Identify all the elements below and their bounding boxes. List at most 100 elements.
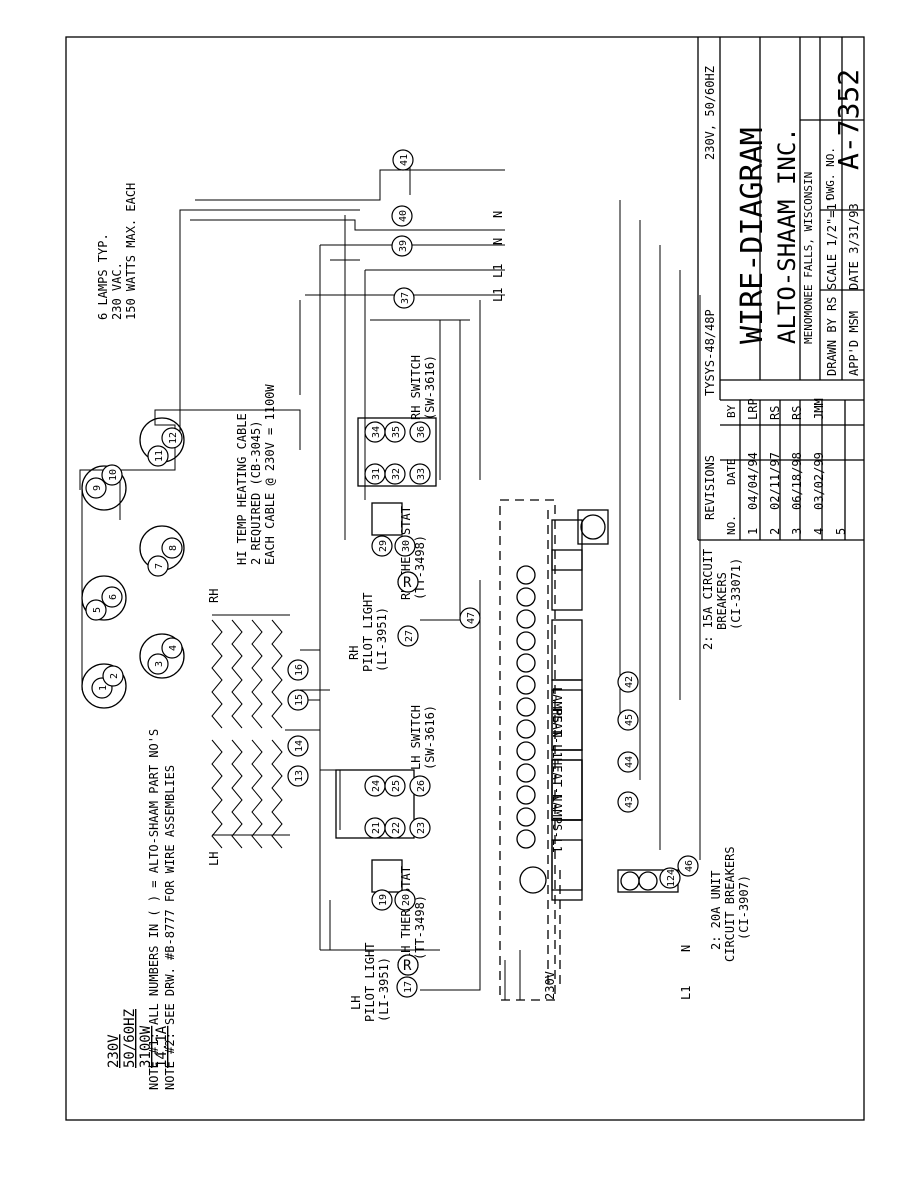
- svg-text:2: 15A CIRCUIT: 2: 15A CIRCUIT: [701, 549, 715, 650]
- revision-no: 3: [790, 528, 804, 535]
- svg-text:43: 43: [624, 796, 635, 808]
- spec-frequency: 50/60HZ: [122, 1009, 138, 1068]
- svg-text:PILOT LIGHT: PILOT LIGHT: [361, 593, 375, 672]
- bus-l1-2: L1: [491, 288, 505, 302]
- svg-text:19: 19: [378, 894, 389, 906]
- terminal-27: 27: [397, 625, 419, 647]
- spec-watts: 3100W: [138, 1025, 154, 1068]
- breaker-label-lamps-n: LAMPS-N: [550, 687, 564, 738]
- svg-text:29: 29: [378, 540, 389, 552]
- svg-text:33: 33: [416, 468, 427, 480]
- tb-model: TYSYS-48/48P: [703, 309, 717, 396]
- terminal-17: 17: [396, 976, 418, 998]
- svg-text:CIRCUIT BREAKERS: CIRCUIT BREAKERS: [723, 846, 737, 962]
- svg-text:12: 12: [168, 432, 179, 444]
- terminal-9: 9: [85, 477, 107, 499]
- supply-n: N: [679, 945, 693, 952]
- revision-date: 02/11/97: [768, 452, 782, 510]
- title-block: TYSYS-48/48P 230V, 50/60HZ WIRE-DIAGRAM …: [697, 37, 865, 541]
- terminal-39: 39: [391, 235, 413, 257]
- svg-text:2: 2: [109, 673, 120, 679]
- terminal-22: 22: [384, 817, 406, 839]
- terminal-6: 6: [101, 586, 123, 608]
- svg-text:(CI-3907): (CI-3907): [737, 875, 751, 940]
- terminal-29: 29: [371, 535, 393, 557]
- tb-company: ALTO-SHAAM INC.: [773, 127, 801, 344]
- revision-date: 04/04/94: [746, 452, 760, 510]
- terminal-strip-dot: [516, 565, 536, 585]
- svg-text:39: 39: [398, 240, 409, 252]
- terminal-34: 34: [364, 421, 386, 443]
- tb-approved: APP'D MSM: [847, 311, 861, 376]
- terminal-strip-dot: [516, 609, 536, 629]
- terminal-strip-dot: [516, 697, 536, 717]
- svg-text:35: 35: [391, 426, 402, 438]
- terminal-33: 33: [409, 463, 431, 485]
- revision-no: 1: [746, 528, 760, 535]
- svg-text:13: 13: [294, 770, 305, 782]
- svg-text:34: 34: [371, 426, 382, 438]
- svg-text:21: 21: [371, 822, 382, 834]
- terminal-strip-dot: [516, 807, 536, 827]
- heating-coils: [211, 614, 320, 849]
- terminal-35: 35: [384, 421, 406, 443]
- terminal-5: 5: [85, 599, 107, 621]
- revision-by: RS: [790, 406, 804, 420]
- terminal-47: 47: [459, 607, 481, 629]
- terminal-strip-dot: [516, 741, 536, 761]
- terminal-2: 2: [102, 665, 124, 687]
- revision-date: 06/18/98: [790, 452, 804, 510]
- svg-text:46: 46: [684, 860, 695, 872]
- lh-pilot-label: LH PILOT LIGHT (LI-3951): [349, 943, 391, 1022]
- svg-text:36: 36: [416, 426, 427, 438]
- svg-text:17: 17: [403, 981, 414, 993]
- bus-n-1: N: [491, 211, 505, 218]
- terminal-strip-dot: [516, 719, 536, 739]
- breaker-panel: [499, 499, 679, 1001]
- terminal-40: 40: [391, 205, 413, 227]
- notes: NOTE #1: ALL NUMBERS IN ( ) = ALTO-SHAAM…: [147, 729, 177, 1090]
- terminal-16: 16: [287, 659, 309, 681]
- svg-text:3: 3: [154, 661, 165, 667]
- rev-header-date: DATE: [725, 459, 738, 486]
- terminal-30: 30: [394, 535, 416, 557]
- svg-text:14: 14: [294, 740, 305, 752]
- svg-text:24: 24: [371, 780, 382, 792]
- svg-text:20: 20: [401, 894, 412, 906]
- revisions-title: REVISIONS: [703, 455, 717, 520]
- svg-text:5: 5: [92, 607, 103, 613]
- terminal-24: 24: [364, 775, 386, 797]
- terminal-43: 43: [617, 791, 639, 813]
- lamps-note-2: 230 VAC.: [110, 262, 124, 320]
- rev-header-by: BY: [725, 404, 738, 418]
- svg-text:(CI-33071): (CI-33071): [729, 558, 743, 630]
- lh-cable-label: LH: [207, 852, 221, 866]
- note-1: NOTE #1: ALL NUMBERS IN ( ) = ALTO-SHAAM…: [147, 729, 161, 1090]
- terminal-36: 36: [409, 421, 431, 443]
- revision-by: JMM: [812, 398, 826, 420]
- bus-l1-1: L1: [491, 264, 505, 278]
- terminal-21: 21: [364, 817, 386, 839]
- svg-text:42: 42: [624, 676, 635, 688]
- lh-pilot-symbol: R: [397, 954, 419, 976]
- tb-power: 230V, 50/60HZ: [703, 66, 717, 160]
- svg-text:4: 4: [168, 645, 179, 651]
- svg-text:22: 22: [391, 822, 402, 834]
- svg-text:31: 31: [371, 468, 382, 480]
- terminal-19: 19: [371, 889, 393, 911]
- wiring: [190, 165, 701, 991]
- tb-title: WIRE-DIAGRAM: [735, 127, 770, 344]
- terminal-26: 26: [409, 775, 431, 797]
- svg-text:45: 45: [624, 714, 635, 726]
- terminal-20: 20: [394, 889, 416, 911]
- svg-text:37: 37: [400, 292, 411, 304]
- svg-text:BREAKERS: BREAKERS: [715, 572, 729, 630]
- spec-voltage: 230V: [106, 1034, 122, 1068]
- svg-text:LH THERMOSTAT: LH THERMOSTAT: [399, 866, 413, 960]
- rh-pilot-label: RH PILOT LIGHT (LI-3951): [347, 593, 389, 672]
- terminal-12: 12: [161, 427, 183, 449]
- revisions-table: REVISIONS NO. DATE BY 104/04/94LRP202/11…: [703, 398, 848, 535]
- terminal-strip-dot: [516, 829, 536, 849]
- terminal-37: 37: [393, 287, 415, 309]
